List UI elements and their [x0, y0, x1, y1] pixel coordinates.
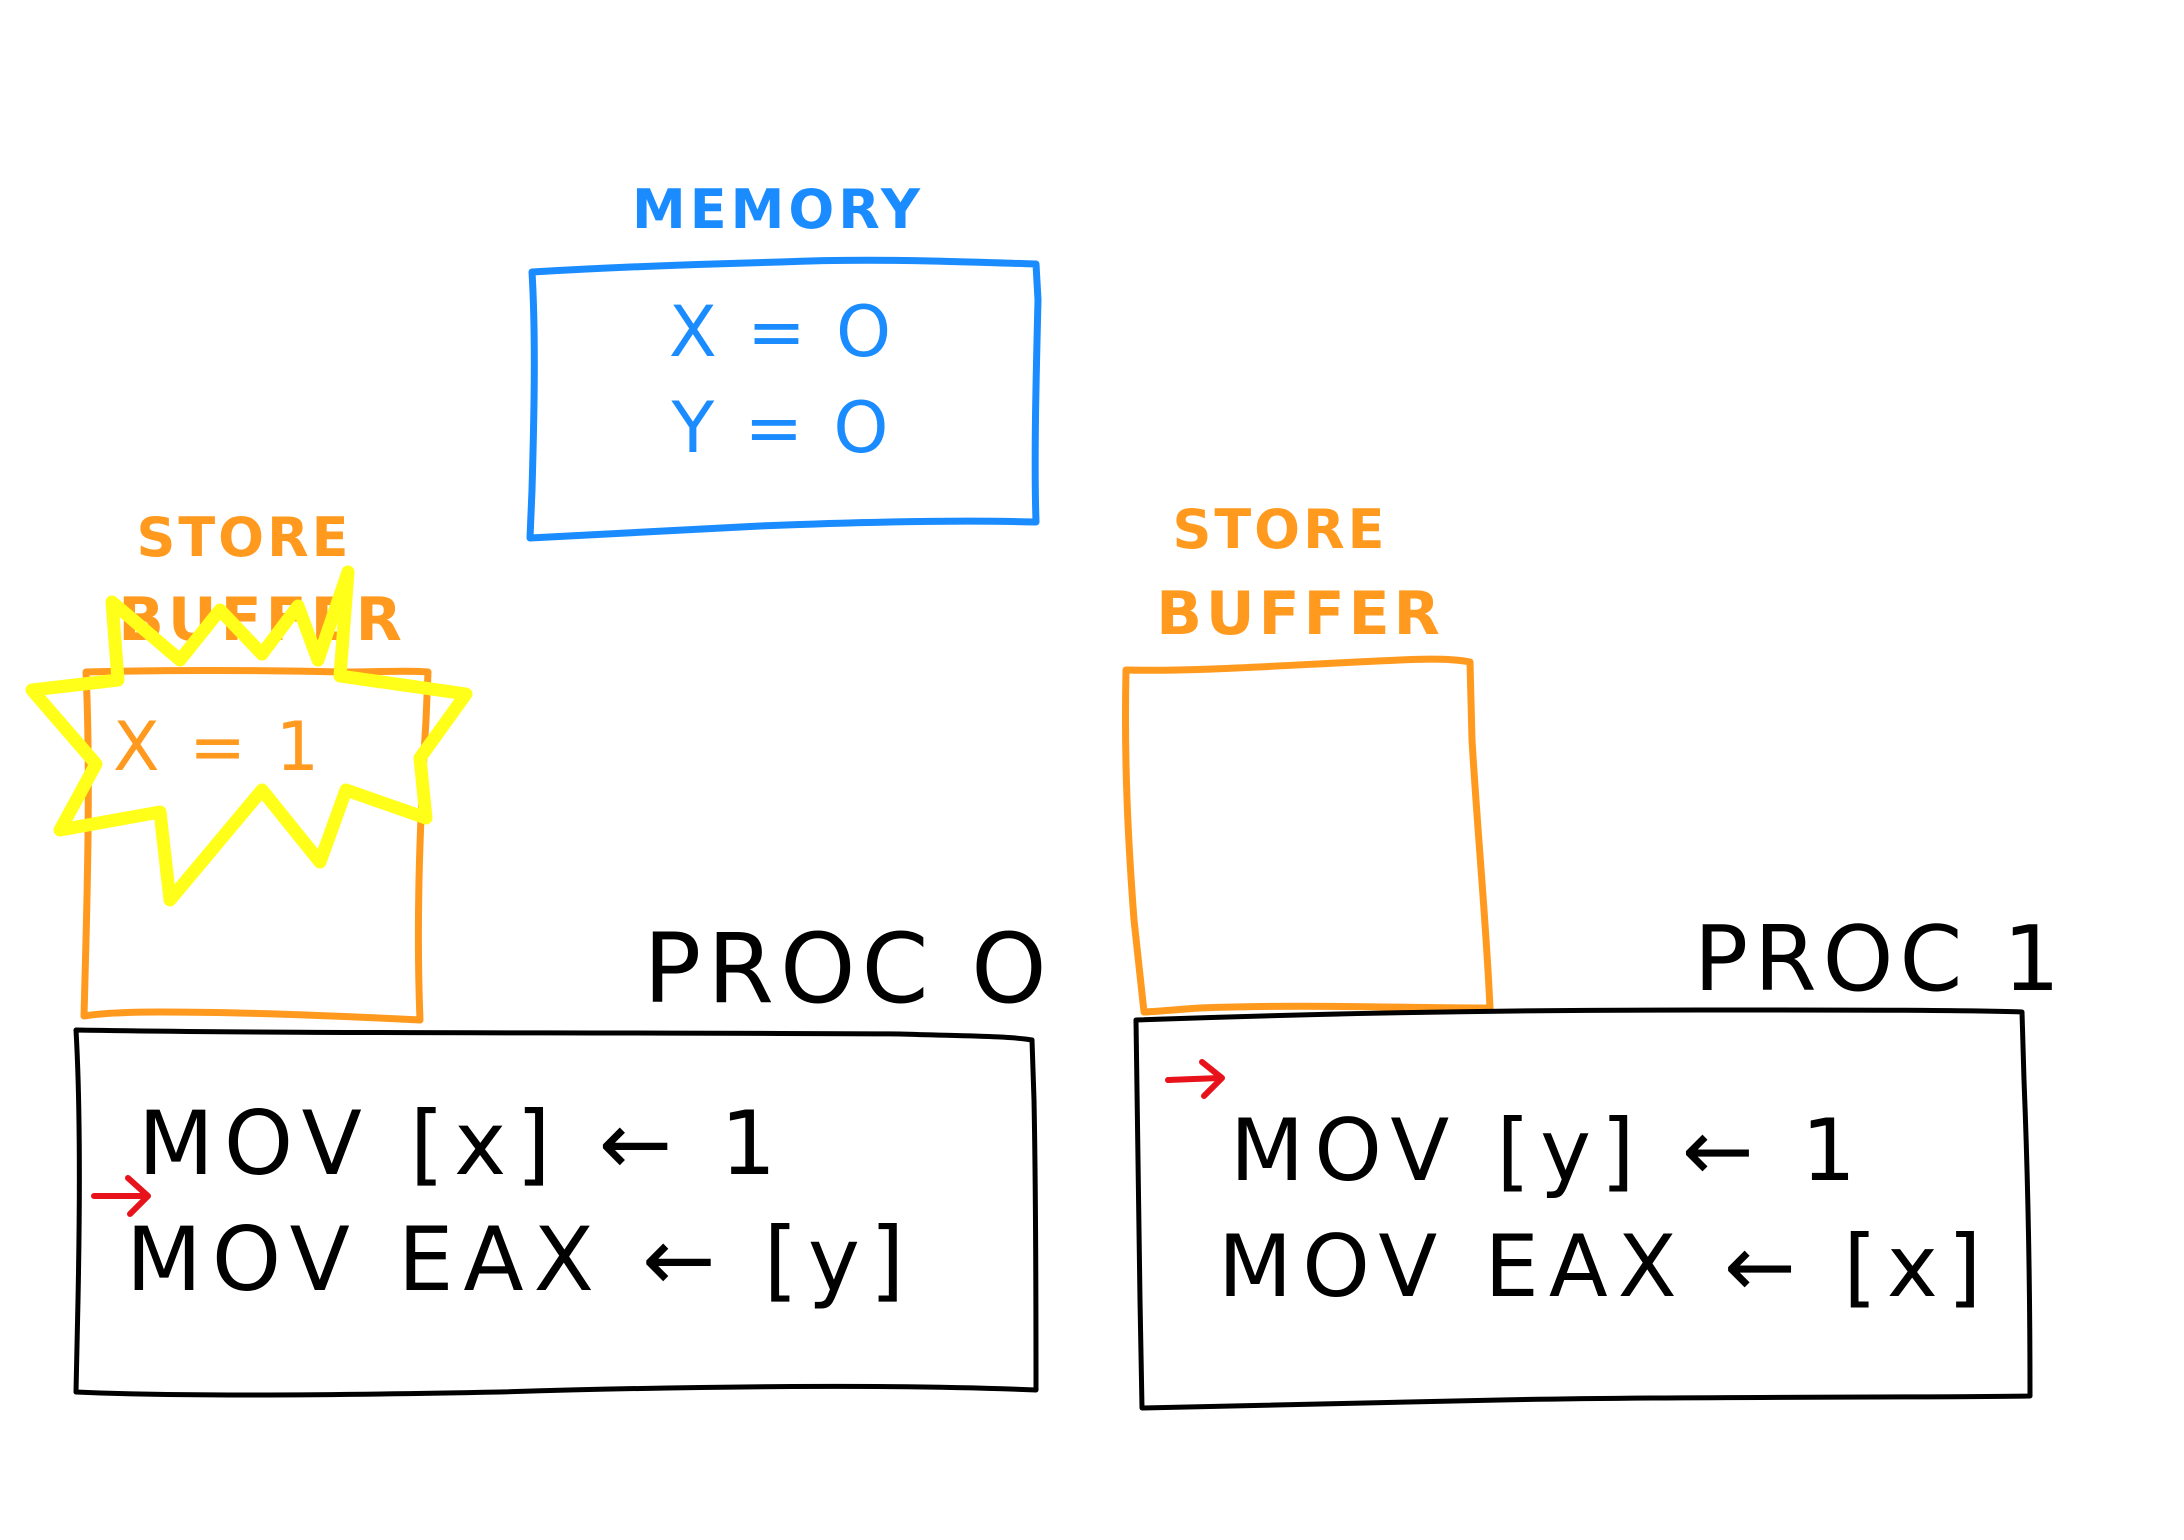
- proc1-store-buffer-box: [1121, 655, 1494, 1016]
- proc1-box: [1133, 1007, 2033, 1411]
- proc0-store-buffer-entry: X = 1: [113, 708, 323, 787]
- proc0-box: [73, 1027, 1039, 1398]
- memory-title: MEMORY: [632, 178, 924, 241]
- proc1-store-buffer-title: STORE: [1172, 498, 1387, 561]
- proc1-store-buffer-subtitle: BUFFER: [1156, 579, 1444, 649]
- proc1-group: STORE BUFFER PROC 1 MOV [y] ← 1 MOV EAX …: [1121, 498, 2066, 1411]
- proc1-instruction-2: MOV EAX ← [x]: [1218, 1217, 1991, 1317]
- memory-group: MEMORY X = O Y = O: [526, 178, 1042, 542]
- proc1-instruction-1: MOV [y] ← 1: [1230, 1101, 1866, 1201]
- proc0-group: STORE BUFFER X = 1 PROC O MOV [x] ← 1 MO…: [25, 506, 1052, 1398]
- arrow-right-icon: [1165, 1059, 1225, 1099]
- proc1-label: PROC 1: [1694, 907, 2066, 1012]
- memory-line-y: Y = O: [670, 387, 892, 469]
- proc0-instruction-1: MOV [x] ← 1: [138, 1092, 786, 1195]
- memory-box: [526, 256, 1042, 542]
- starburst-icon: [25, 565, 473, 907]
- proc0-label: PROC O: [643, 913, 1052, 1025]
- proc0-store-buffer-title: STORE: [136, 506, 351, 569]
- memory-line-x: X = O: [669, 291, 895, 373]
- arrow-right-icon: [91, 1175, 151, 1217]
- proc0-instruction-2: MOV EAX ← [y]: [126, 1208, 914, 1311]
